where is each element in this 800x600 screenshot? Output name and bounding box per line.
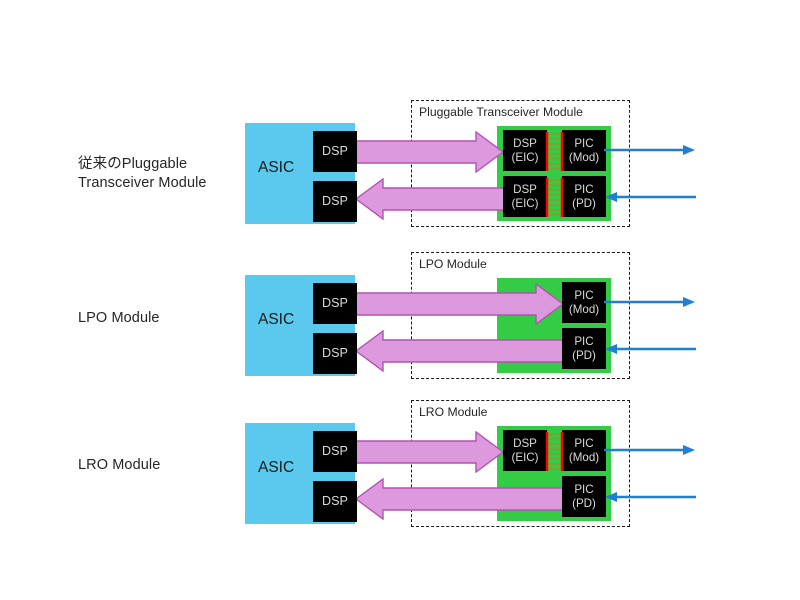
- chip-line-1: PIC: [574, 437, 594, 450]
- asic-dsp-top-lpo: DSP: [313, 283, 357, 324]
- chip-line-1: PIC: [574, 483, 594, 496]
- optical-out-arrow-lro: [604, 445, 695, 455]
- asic-dsp-top-lro: DSP: [313, 431, 357, 472]
- row-label-lpo: LPO Module: [78, 310, 160, 326]
- asic-label-lro: ASIC: [258, 459, 295, 476]
- module-chip-dsp-eic-lro: DSP (EIC): [503, 430, 547, 471]
- optical-in-arrow-legacy: [605, 192, 696, 202]
- asic-label-lpo: ASIC: [258, 311, 295, 328]
- tx-arrow-legacy: [354, 131, 504, 173]
- tx-arrow-lpo: [354, 283, 564, 325]
- chip-line-1: DSP: [322, 296, 348, 311]
- chip-line-1: DSP: [513, 183, 537, 196]
- wire-bonds-top-lro: [545, 432, 564, 471]
- chip-line-1: PIC: [574, 137, 594, 150]
- module-chip-pic-pd-lro: PIC (PD): [562, 476, 606, 517]
- chip-line-2: (Mod): [568, 302, 600, 316]
- chip-line-2: (EIC): [511, 150, 539, 164]
- chip-line-1: PIC: [574, 183, 594, 196]
- chip-line-1: DSP: [322, 444, 348, 459]
- chip-line-1: DSP: [513, 437, 537, 450]
- tx-arrow-lro: [354, 431, 504, 473]
- asic-label-legacy: ASIC: [258, 159, 295, 176]
- module-chip-dsp-eic-bottom-legacy: DSP (EIC): [503, 176, 547, 217]
- wire-bonds-bottom-legacy: [545, 178, 564, 217]
- optical-in-arrow-lpo: [605, 344, 696, 354]
- optical-out-arrow-lpo: [604, 297, 695, 307]
- asic-dsp-bottom-legacy: DSP: [313, 181, 357, 222]
- chip-line-1: DSP: [322, 194, 348, 209]
- module-chip-pic-mod-lpo: PIC (Mod): [562, 282, 606, 323]
- chip-line-1: PIC: [574, 335, 594, 348]
- chip-line-2: (EIC): [511, 450, 539, 464]
- asic-dsp-top-legacy: DSP: [313, 131, 357, 172]
- module-chip-pic-pd-legacy: PIC (PD): [562, 176, 606, 217]
- module-chip-pic-mod-legacy: PIC (Mod): [562, 130, 606, 171]
- module-title-lro: LRO Module: [419, 405, 488, 419]
- chip-line-1: DSP: [322, 494, 348, 509]
- chip-line-2: (EIC): [511, 196, 539, 210]
- wire-bonds-top-legacy: [545, 132, 564, 171]
- optical-out-arrow-legacy: [604, 145, 695, 155]
- chip-line-2: (PD): [572, 496, 596, 510]
- asic-dsp-bottom-lro: DSP: [313, 481, 357, 522]
- module-chip-pic-mod-lro: PIC (Mod): [562, 430, 606, 471]
- chip-line-2: (PD): [572, 348, 596, 362]
- row-label-lro: LRO Module: [78, 457, 161, 473]
- chip-line-1: DSP: [322, 346, 348, 361]
- optical-in-arrow-lro: [605, 492, 696, 502]
- module-chip-pic-pd-lpo: PIC (PD): [562, 328, 606, 369]
- chip-line-1: DSP: [322, 144, 348, 159]
- chip-line-2: (Mod): [568, 150, 600, 164]
- module-title-legacy: Pluggable Transceiver Module: [419, 105, 583, 119]
- rx-arrow-lpo: [354, 330, 565, 372]
- chip-line-2: (PD): [572, 196, 596, 210]
- chip-line-1: PIC: [574, 289, 594, 302]
- module-chip-dsp-eic-top-legacy: DSP (EIC): [503, 130, 547, 171]
- chip-line-1: DSP: [513, 137, 537, 150]
- chip-line-2: (Mod): [568, 450, 600, 464]
- row-label-legacy: 従来のPluggable Transceiver Module: [78, 156, 207, 191]
- module-title-lpo: LPO Module: [419, 257, 487, 271]
- rx-arrow-lro: [354, 478, 565, 520]
- asic-dsp-bottom-lpo: DSP: [313, 333, 357, 374]
- rx-arrow-legacy: [354, 178, 505, 220]
